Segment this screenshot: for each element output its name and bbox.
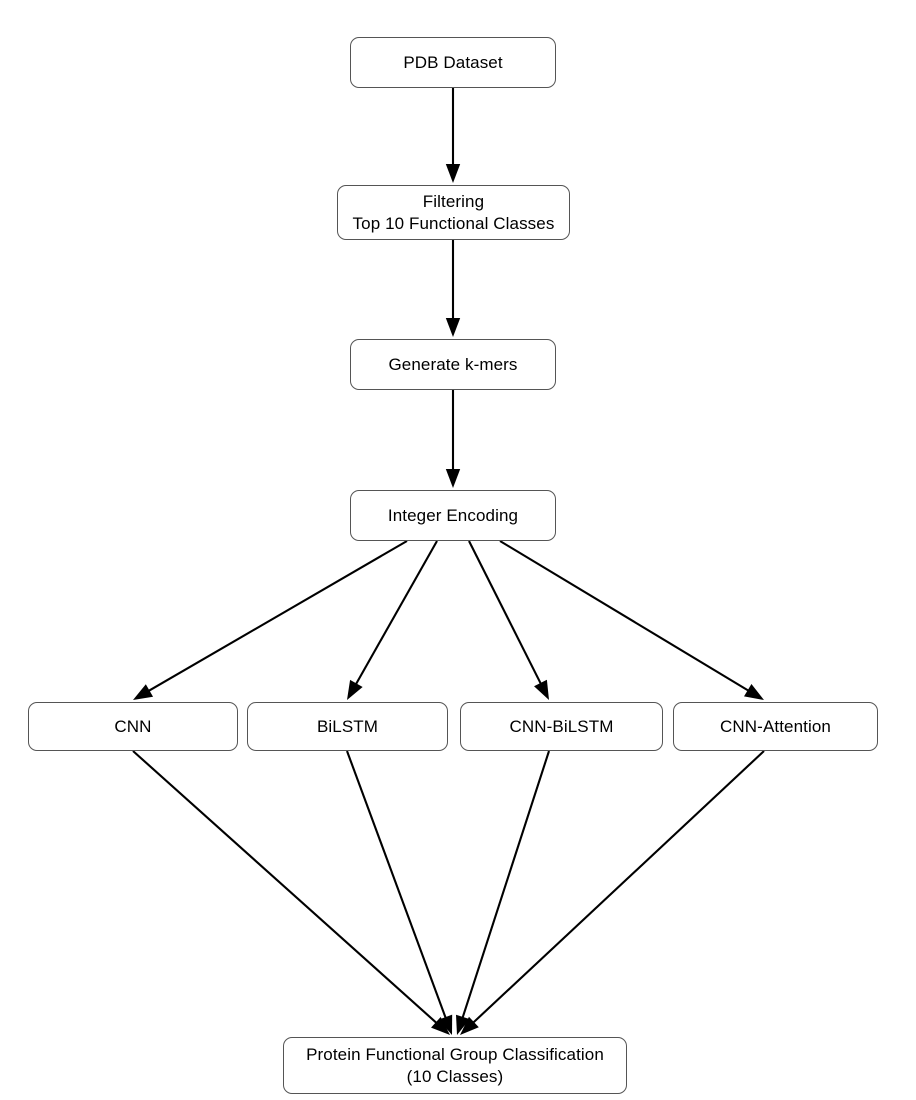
edge-filtering-to-generate-kmers xyxy=(445,240,461,337)
edge-line xyxy=(468,540,543,686)
edge-pdb-dataset-to-filtering xyxy=(445,88,461,183)
edge-arrowhead-icon xyxy=(347,679,363,700)
edge-cnn-attention-to-output xyxy=(460,750,765,1035)
node-pdb-dataset[interactable]: PDB Dataset xyxy=(350,37,556,88)
edge-arrowhead-icon xyxy=(744,684,764,700)
edge-cnn-bilstm-to-output xyxy=(456,750,550,1035)
edge-bilstm-to-output xyxy=(346,750,453,1035)
edge-generate-kmers-to-integer-encoding xyxy=(445,390,461,488)
node-label: Protein Functional Group Classification … xyxy=(306,1044,604,1086)
node-label: CNN xyxy=(114,716,152,736)
edge-arrowhead-icon xyxy=(445,318,461,337)
node-label: Generate k-mers xyxy=(388,354,518,374)
edge-arrowhead-icon xyxy=(438,1014,453,1035)
edge-arrowhead-icon xyxy=(534,679,549,700)
edge-arrowhead-icon xyxy=(133,684,154,700)
edge-line xyxy=(147,540,408,693)
edge-line xyxy=(499,540,750,693)
node-cnn[interactable]: CNN xyxy=(28,702,238,751)
node-cnn-attention[interactable]: CNN-Attention xyxy=(673,702,878,751)
node-label: BiLSTM xyxy=(316,716,379,736)
node-filtering[interactable]: Filtering Top 10 Functional Classes xyxy=(337,185,570,240)
node-label: Integer Encoding xyxy=(387,505,519,525)
edge-line xyxy=(132,750,439,1025)
node-output[interactable]: Protein Functional Group Classification … xyxy=(283,1037,627,1094)
node-generate-kmers[interactable]: Generate k-mers xyxy=(350,339,556,390)
edge-line xyxy=(471,750,765,1025)
node-label: PDB Dataset xyxy=(403,52,503,72)
node-label: CNN-BiLSTM xyxy=(509,716,614,736)
edge-line xyxy=(346,750,448,1020)
edge-integer-encoding-to-bilstm xyxy=(347,540,438,700)
edge-arrowhead-icon xyxy=(456,1014,470,1035)
edge-arrowhead-icon xyxy=(460,1016,479,1035)
edge-arrowhead-icon xyxy=(445,469,461,488)
edge-arrowhead-icon xyxy=(431,1016,450,1035)
node-bilstm[interactable]: BiLSTM xyxy=(247,702,448,751)
edge-integer-encoding-to-cnn-attention xyxy=(499,540,764,700)
edge-integer-encoding-to-cnn-bilstm xyxy=(468,540,549,700)
node-cnn-bilstm[interactable]: CNN-BiLSTM xyxy=(460,702,663,751)
edge-line xyxy=(354,540,438,686)
edge-line xyxy=(461,750,550,1020)
node-integer-encoding[interactable]: Integer Encoding xyxy=(350,490,556,541)
edge-arrowhead-icon xyxy=(445,164,461,183)
edge-integer-encoding-to-cnn xyxy=(133,540,408,700)
node-label: Filtering Top 10 Functional Classes xyxy=(352,191,555,233)
node-label: CNN-Attention xyxy=(720,716,831,736)
edge-cnn-to-output xyxy=(132,750,450,1035)
